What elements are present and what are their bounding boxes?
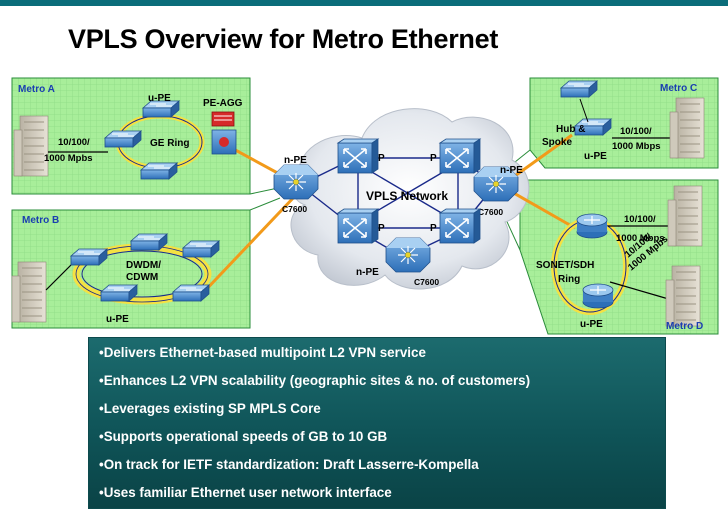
model-label-west: C7600 [282, 204, 307, 214]
p-router-icon [439, 138, 481, 174]
feature-item: •Uses familiar Ethernet user network int… [99, 485, 392, 500]
metro-c-upe-label: u-PE [584, 151, 607, 162]
metro-c-speed-1: 10/100/ [620, 126, 652, 137]
feature-item: •Delivers Ethernet-based multipoint L2 V… [99, 345, 426, 360]
npe-label-west: n-PE [284, 155, 307, 166]
dwdm-node-icon [172, 284, 210, 302]
dwdm-node-icon [70, 248, 108, 266]
metro-a-upe-label: u-PE [148, 93, 171, 104]
npe-router-icon [273, 164, 319, 200]
metro-a-label: Metro A [18, 84, 55, 95]
npe-label-east: n-PE [500, 165, 523, 176]
pe-agg-icon [211, 111, 237, 155]
metro-c-speed-2: 1000 Mbps [612, 141, 661, 152]
metro-b-ring-label-1: DWDM/ [126, 260, 161, 271]
metro-d-ring-label-2: Ring [558, 274, 580, 285]
switch-icon [560, 80, 598, 98]
p-label: P [430, 223, 437, 234]
switch-icon [104, 130, 142, 148]
p-label: P [430, 153, 437, 164]
metro-a-ring-label: GE Ring [150, 138, 189, 149]
metro-a-speed-1: 10/100/ [58, 137, 90, 148]
npe-router-icon [385, 237, 431, 273]
vpls-diagram: Metro A 10/100/ 1000 Mpbs u-PE GE Ring P… [11, 77, 719, 335]
metro-d-label: Metro D [666, 321, 703, 332]
p-label: P [378, 223, 385, 234]
page-title: VPLS Overview for Metro Ethernet [68, 24, 499, 54]
metro-d-upe-label: u-PE [580, 319, 603, 330]
model-label-east: C7600 [478, 207, 503, 217]
p-label: P [378, 153, 385, 164]
feature-list-panel: •Delivers Ethernet-based multipoint L2 V… [88, 337, 666, 509]
dwdm-node-icon [130, 233, 168, 251]
feature-item: •Enhances L2 VPN scalability (geographic… [99, 373, 531, 388]
metro-b-label: Metro B [22, 215, 59, 226]
metro-b-upe-label: u-PE [106, 314, 129, 325]
metro-d-speed-1b: 1000 Mbps [616, 233, 665, 244]
feature-item: •On track for IETF standardization: Draf… [99, 457, 479, 472]
feature-item: •Supports operational speeds of GB to 10… [99, 429, 388, 444]
metro-a-speed-2: 1000 Mpbs [44, 153, 93, 164]
metro-d-speed-1a: 10/100/ [624, 214, 656, 225]
p-router-icon [337, 138, 379, 174]
metro-b-ring-label-2: CDWM [126, 272, 158, 283]
router-icon [576, 213, 608, 239]
p-router-icon [337, 208, 379, 244]
metro-c-hub-label-1: Hub & [556, 124, 585, 135]
metro-c-label: Metro C [660, 83, 697, 94]
router-icon [582, 283, 614, 309]
metro-c-hub-label-2: Spoke [542, 137, 572, 148]
switch-icon [140, 162, 178, 180]
feature-item: •Leverages existing SP MPLS Core [99, 401, 321, 416]
metro-a-agg-label: PE-AGG [203, 98, 243, 109]
metro-d-ring-label-1: SONET/SDH [536, 260, 594, 271]
npe-label-south: n-PE [356, 267, 379, 278]
top-accent-bar [0, 0, 728, 6]
vpls-network-label: VPLS Network [366, 189, 448, 203]
p-router-icon [439, 208, 481, 244]
dwdm-node-icon [100, 284, 138, 302]
model-label-south: C7600 [414, 277, 439, 287]
dwdm-node-icon [182, 240, 220, 258]
